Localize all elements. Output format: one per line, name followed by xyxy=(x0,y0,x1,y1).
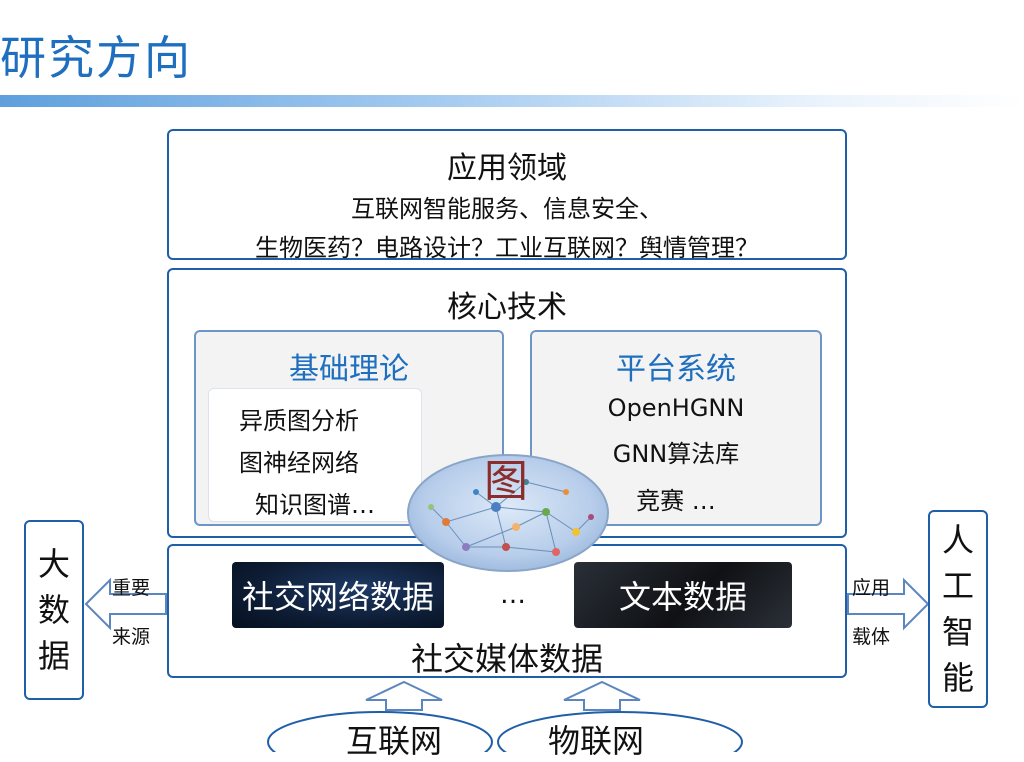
title-underline xyxy=(0,95,1024,107)
platform-item: OpenHGNN xyxy=(607,394,745,422)
platform-item: GNN算法库 xyxy=(612,440,740,468)
text-data-label: 文本数据 xyxy=(618,578,747,616)
graph-label: 图 xyxy=(484,456,528,507)
left-arrow-icon xyxy=(84,577,167,631)
graph-nodes xyxy=(428,479,594,556)
theory-heading: 基础理论 xyxy=(289,352,409,387)
source-internet: 互联网 xyxy=(346,722,443,760)
core-tech-heading: 核心技术 xyxy=(447,290,567,325)
big-data-char: 据 xyxy=(37,637,70,675)
ai-arrow-top: 应用 xyxy=(852,577,891,599)
up-arrow-icon xyxy=(563,680,641,711)
application-heading: 应用领域 xyxy=(447,151,567,186)
social-network-data-tag: 社交网络数据 xyxy=(232,562,444,628)
platform-heading: 平台系统 xyxy=(616,352,736,387)
graph-ellipse: 图 xyxy=(407,454,609,572)
big-data-box: 大 数 据 xyxy=(24,520,84,700)
application-line1: 互联网智能服务、信息安全、 xyxy=(351,195,663,223)
ai-char: 智 xyxy=(941,613,974,651)
ai-char: 能 xyxy=(941,659,974,697)
theory-item: 图神经网络 xyxy=(239,449,359,477)
big-data-char: 大 xyxy=(37,545,70,583)
social-media-label: 社交媒体数据 xyxy=(410,640,603,678)
application-box: 应用领域 互联网智能服务、信息安全、 生物医药？电路设计？工业互联网？舆情管理？ xyxy=(167,129,847,262)
source-ellipses xyxy=(267,711,743,752)
platform-item: 竞赛 … xyxy=(636,487,716,515)
source-iot: 物联网 xyxy=(548,722,645,760)
ai-char: 工 xyxy=(941,567,974,605)
ai-char: 人 xyxy=(941,521,974,559)
text-data-tag: 文本数据 xyxy=(574,562,792,628)
theory-item: 知识图谱… xyxy=(255,491,375,519)
ai-box: 人 工 智 能 xyxy=(928,510,988,708)
social-network-data-label: 社交网络数据 xyxy=(241,578,434,616)
up-arrow-icon xyxy=(365,680,443,711)
data-ellipsis: … xyxy=(500,580,526,610)
page-title: 研究方向 xyxy=(0,31,192,85)
big-data-arrow-bottom: 来源 xyxy=(112,626,151,648)
big-data-arrow-top: 重要 xyxy=(112,577,151,599)
right-arrow-icon xyxy=(847,577,930,631)
theory-item: 异质图分析 xyxy=(239,407,359,435)
application-line2: 生物医药？电路设计？工业互联网？舆情管理？ xyxy=(255,234,759,262)
theory-items-panel: 异质图分析 图神经网络 知识图谱… xyxy=(208,388,422,522)
big-data-char: 数 xyxy=(37,591,70,629)
ai-arrow-bottom: 载体 xyxy=(852,626,891,648)
